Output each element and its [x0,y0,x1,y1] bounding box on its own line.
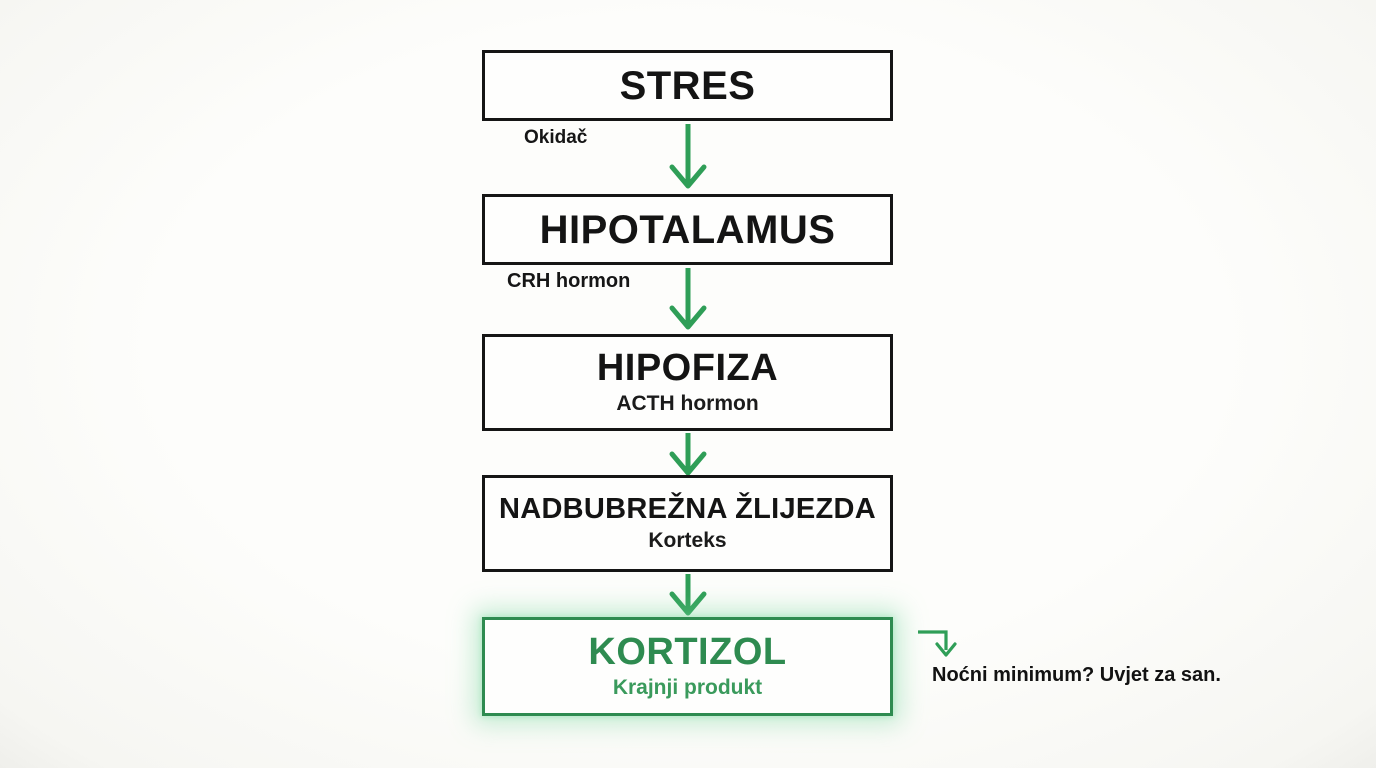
flow-box-hipofiza: HIPOFIZA ACTH hormon [482,334,893,431]
side-note-nocni-minimum: Noćni minimum? Uvjet za san. [932,664,1221,686]
flow-box-stres: STRES [482,50,893,121]
box-subtitle-korteks: Korteks [648,528,727,552]
flow-box-nadbubrezna-zlijezda: NADBUBREŽNA ŽLIJEZDA Korteks [482,475,893,572]
edge-label-okidac: Okidač [524,127,588,148]
box-title-nadbubrezna-zlijezda: NADBUBREŽNA ŽLIJEZDA [498,493,877,526]
box-title-kortizol: KORTIZOL [588,630,787,673]
elbow-down-arrow-icon [915,626,961,664]
box-title-stres: STRES [619,63,756,108]
down-arrow-icon [666,574,710,617]
flow-box-hipotalamus: HIPOTALAMUS [482,194,893,265]
box-title-hipofiza: HIPOFIZA [596,346,779,389]
down-arrow-icon [666,267,710,332]
down-arrow-icon [666,433,710,477]
box-subtitle-krajnji-produkt: Krajnji produkt [612,676,763,700]
box-subtitle-acth-hormon: ACTH hormon [616,392,759,416]
box-title-hipotalamus: HIPOTALAMUS [539,207,836,252]
edge-label-crh-hormon: CRH hormon [507,270,631,292]
flow-box-kortizol: KORTIZOL Krajnji produkt [482,617,893,716]
down-arrow-icon [666,123,710,191]
